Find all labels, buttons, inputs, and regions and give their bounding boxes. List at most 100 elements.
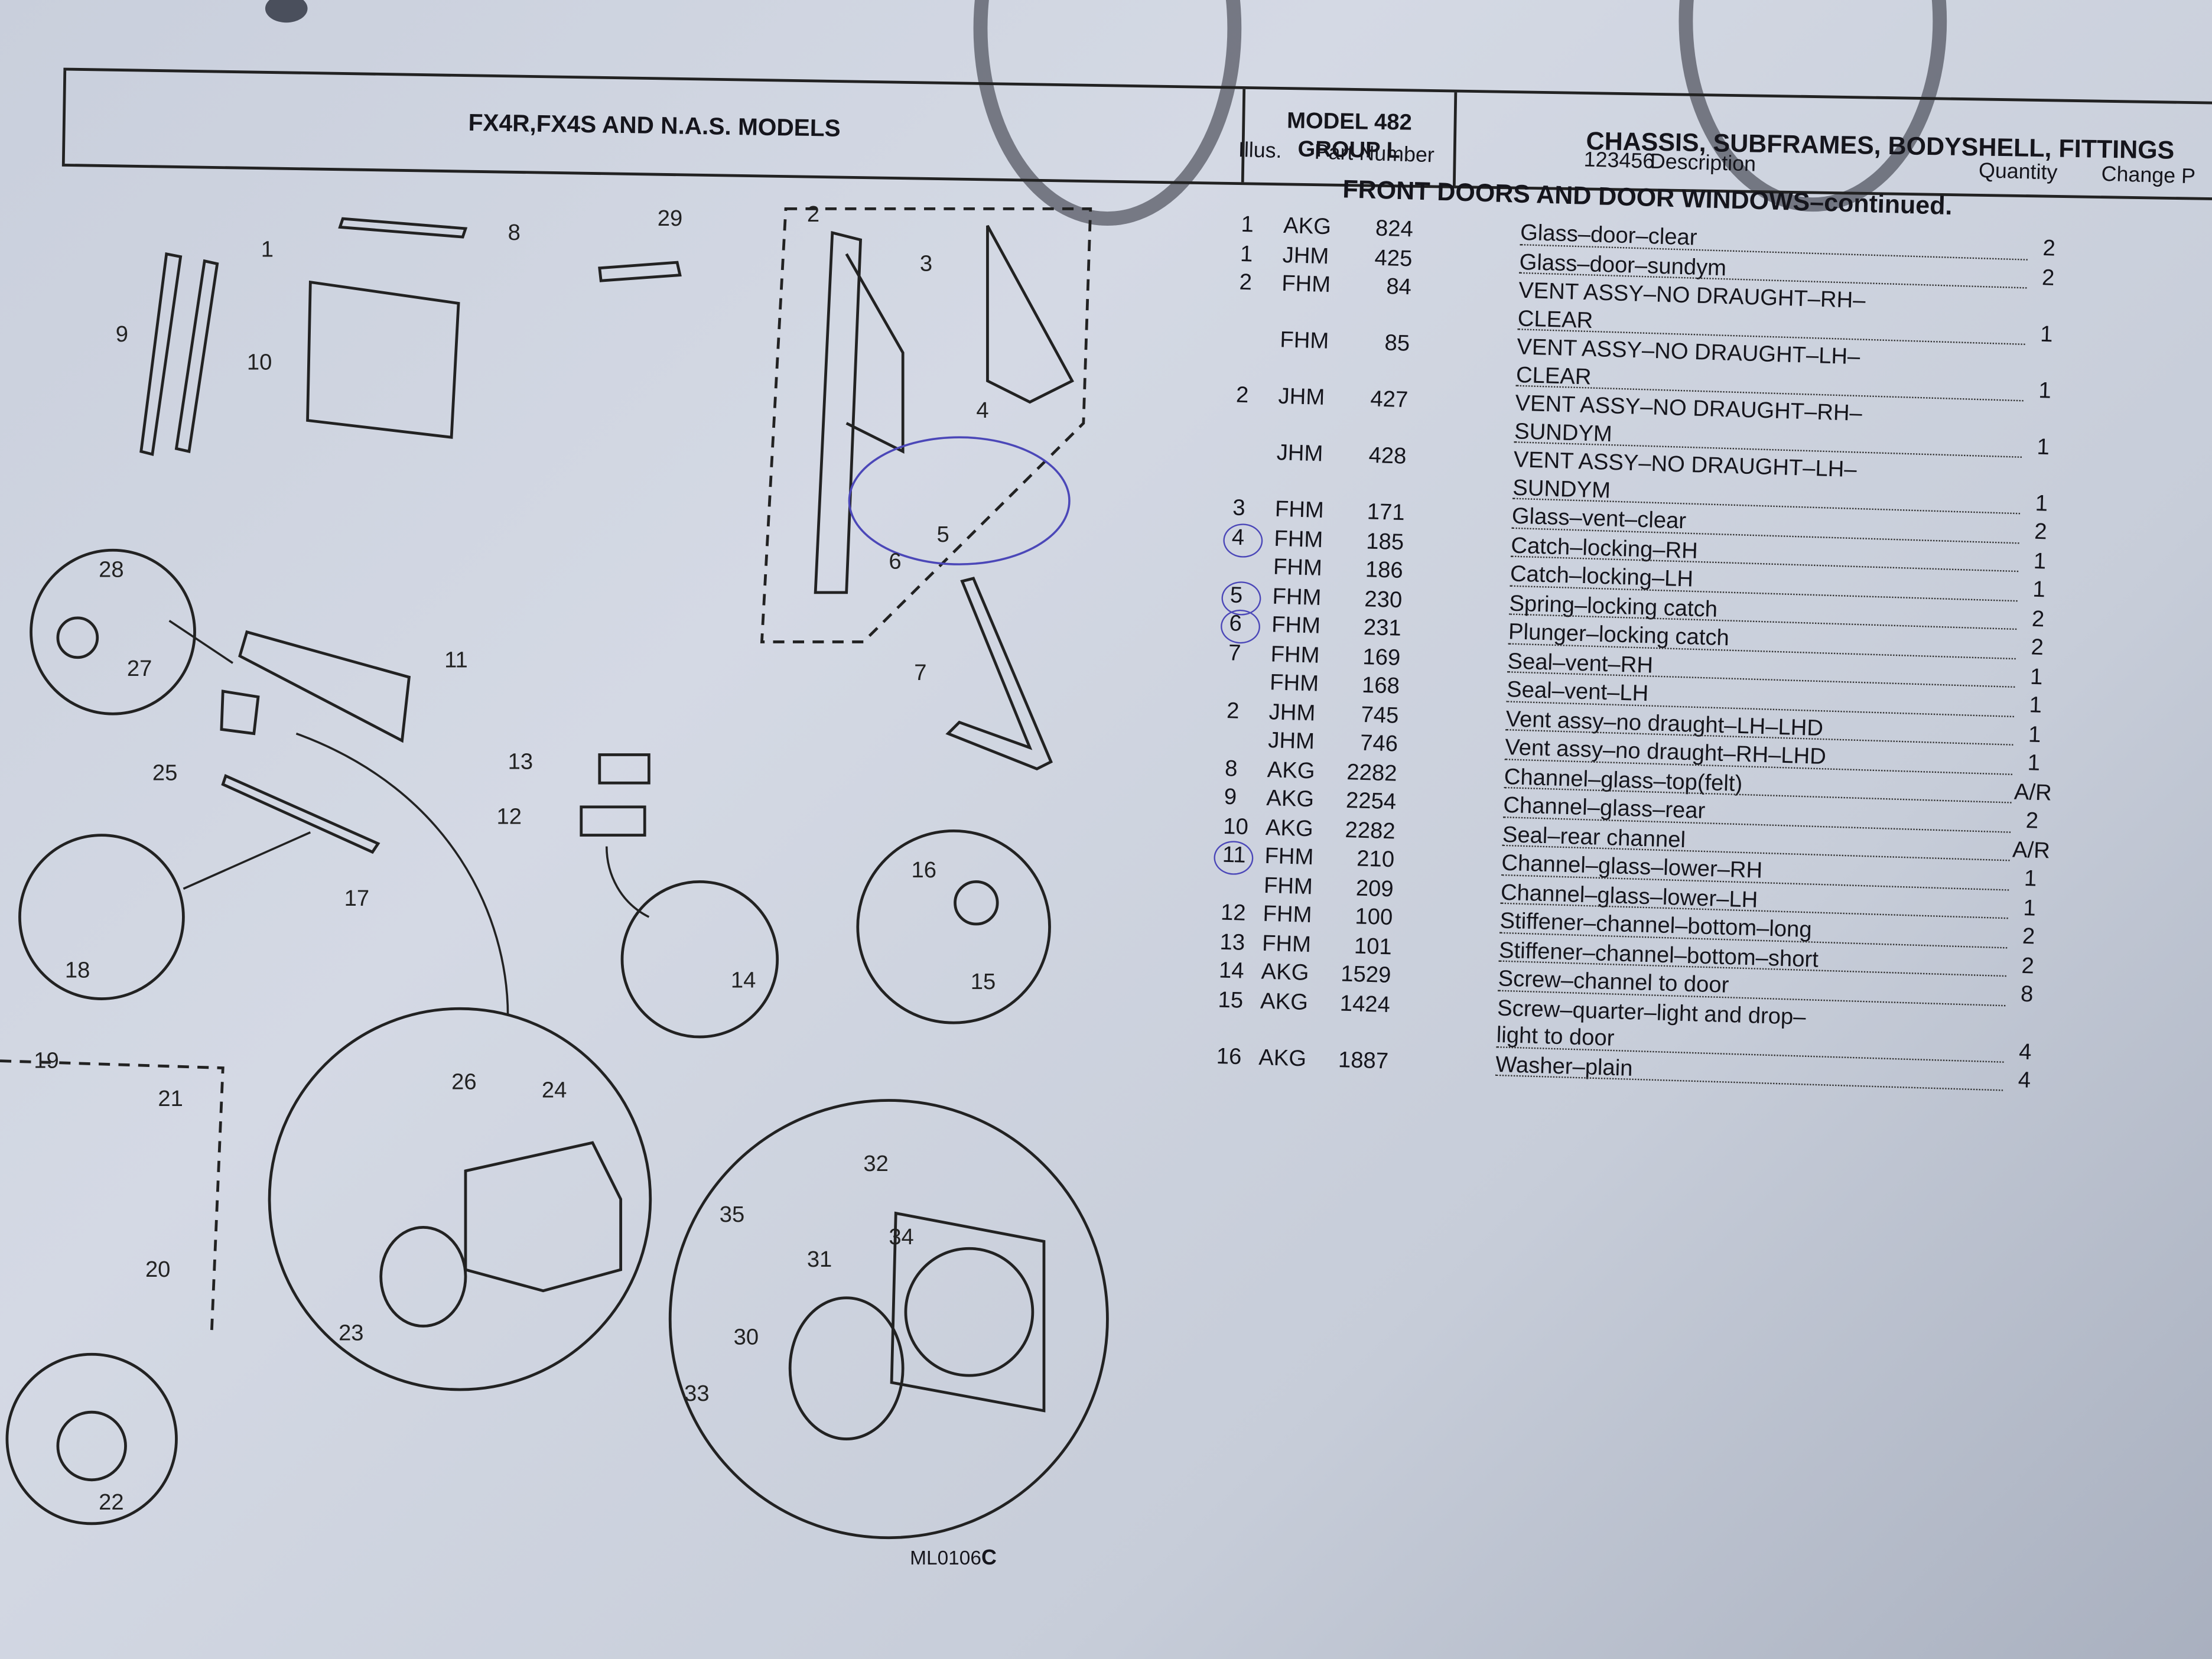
- callout-30: 30: [734, 1325, 759, 1350]
- part-prefix: FHM: [1264, 844, 1314, 870]
- part-prefix: AKG: [1261, 960, 1309, 986]
- part-quantity: 1: [2028, 723, 2042, 747]
- callout-22: 22: [99, 1489, 123, 1515]
- part-quantity: 2: [2042, 236, 2056, 262]
- callout-32: 32: [863, 1151, 888, 1176]
- hinge-block-24: [464, 1141, 623, 1293]
- callout-14: 14: [731, 967, 756, 993]
- plate-32-shape: [890, 1211, 1046, 1413]
- part-quantity: 1: [2029, 665, 2043, 689]
- figure-ref-suffix: C: [981, 1546, 997, 1570]
- part-quantity: 1: [2027, 752, 2041, 776]
- pen-circle-annotation: [848, 436, 1071, 565]
- part-prefix: JHM: [1276, 441, 1323, 467]
- callout-35: 35: [720, 1202, 744, 1227]
- channel-10-shape: [174, 259, 219, 453]
- vent-assy-box: [760, 207, 1092, 643]
- model-label: MODEL 482: [1286, 109, 1413, 136]
- part-number: 169: [1362, 645, 1401, 671]
- part-quantity: 2: [2021, 954, 2035, 978]
- part-number: 100: [1354, 905, 1393, 931]
- col-illus: Illus.: [1238, 138, 1283, 164]
- part-number: 425: [1374, 246, 1413, 271]
- part-quantity: 1: [2039, 323, 2054, 347]
- exploded-diagram: 1 2 3 4 5 6 7 8 9 10 11 12 13 14 15 16 1…: [0, 201, 1109, 1540]
- part-prefix: FHM: [1281, 272, 1331, 298]
- callout-27: 27: [127, 656, 152, 681]
- model-group: MODEL 482 GROUP L: [1241, 89, 1458, 186]
- callout-29: 29: [658, 206, 682, 231]
- leader-lines: [168, 620, 650, 1016]
- part-quantity: 2: [2031, 607, 2045, 632]
- part-prefix: JHM: [1267, 728, 1315, 754]
- part-quantity: 2: [2030, 636, 2044, 661]
- roller-23: [379, 1225, 467, 1328]
- part-quantity: 1: [2038, 379, 2052, 404]
- col-quantity: Quantity: [1978, 159, 2058, 186]
- stiffener-12-shape: [580, 805, 646, 837]
- callout-25: 25: [152, 760, 177, 785]
- part-prefix: AKG: [1266, 786, 1315, 812]
- callout-4: 4: [976, 398, 988, 423]
- part-prefix: FHM: [1273, 555, 1323, 581]
- vent-frame-arm: [845, 253, 905, 454]
- plate-hole: [904, 1247, 1035, 1377]
- models-title: FX4R,FX4S AND N.A.S. MODELS: [61, 70, 1244, 183]
- part-prefix: FHM: [1263, 873, 1313, 899]
- part-quantity: A/R: [2013, 780, 2052, 805]
- illus-number: 9: [1224, 785, 1237, 810]
- detail-circle-14: [620, 880, 779, 1039]
- part-number: 2282: [1345, 818, 1396, 844]
- callout-13: 13: [508, 749, 533, 774]
- callout-31: 31: [807, 1247, 832, 1272]
- callout-17: 17: [344, 886, 369, 911]
- part-prefix: FHM: [1269, 671, 1319, 697]
- callout-15: 15: [971, 969, 996, 994]
- part-prefix: AKG: [1258, 1045, 1307, 1071]
- part-prefix: FHM: [1270, 642, 1320, 668]
- callout-19: 19: [34, 1048, 58, 1074]
- callout-21: 21: [158, 1086, 183, 1111]
- callout-12: 12: [497, 804, 522, 829]
- part-quantity: 2: [2025, 809, 2039, 834]
- part-number: 209: [1355, 876, 1394, 902]
- part-number: 84: [1385, 275, 1412, 300]
- lower-channel-shape: [238, 630, 411, 743]
- callout-24: 24: [542, 1078, 567, 1103]
- callout-7: 7: [914, 660, 926, 685]
- part-prefix: FHM: [1273, 526, 1323, 552]
- part-quantity: 1: [2033, 549, 2047, 574]
- part-quantity: 1: [2022, 896, 2037, 920]
- figure-reference: ML0106C: [910, 1546, 997, 1570]
- part-number: 101: [1354, 934, 1393, 959]
- callout-1: 1: [261, 237, 274, 262]
- part-quantity: 2: [2041, 265, 2055, 291]
- detail-circle-22: [5, 1352, 178, 1525]
- callout-8: 8: [508, 220, 521, 245]
- part-number: 1424: [1339, 991, 1391, 1017]
- callout-2: 2: [807, 201, 819, 227]
- vent-glass-shape: [986, 225, 1075, 404]
- part-number: 2282: [1346, 760, 1398, 786]
- part-number: 2254: [1345, 789, 1397, 815]
- channel-9-shape: [139, 252, 183, 456]
- part-number: 1887: [1338, 1048, 1389, 1074]
- callout-3: 3: [920, 251, 932, 276]
- illus-number: 1: [1240, 242, 1253, 266]
- illus-number: 3: [1232, 496, 1246, 521]
- callout-11: 11: [444, 647, 468, 672]
- hinge-box-19: [0, 1059, 225, 1333]
- part-number: 231: [1363, 616, 1402, 642]
- callout-6: 6: [889, 548, 901, 574]
- clip-25-shape: [220, 689, 260, 736]
- part-prefix: FHM: [1261, 931, 1312, 957]
- screw-22-head: [56, 1410, 127, 1482]
- part-prefix: JHM: [1268, 700, 1316, 726]
- illus-number: 1: [1240, 213, 1254, 238]
- part-quantity: 4: [2018, 1068, 2031, 1093]
- detail-circle-15-16: [856, 830, 1051, 1024]
- callout-33: 33: [684, 1381, 709, 1406]
- part-number: 745: [1361, 702, 1399, 728]
- part-number: 185: [1365, 529, 1404, 555]
